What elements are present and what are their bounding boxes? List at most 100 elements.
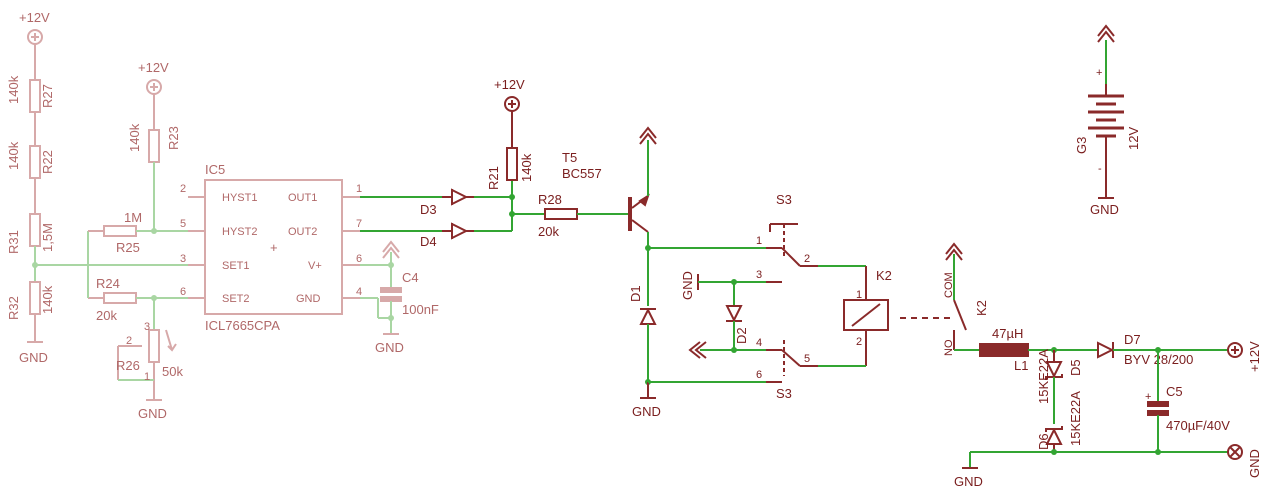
d7-label: D7 bbox=[1124, 332, 1141, 347]
d3-label: D3 bbox=[420, 202, 437, 217]
pin-number: 2 bbox=[856, 336, 862, 348]
pin-number: 3 bbox=[756, 269, 762, 281]
capacitor-c5 bbox=[1147, 401, 1169, 407]
diode-d2 bbox=[725, 305, 743, 323]
r23-label: R23 bbox=[166, 126, 181, 150]
switch-s3-top: S3 1 2 3 bbox=[756, 192, 818, 283]
ic-pin-name: GND bbox=[296, 293, 321, 305]
com-label: COM bbox=[943, 272, 955, 298]
d5-label: D5 bbox=[1068, 359, 1083, 376]
resistor-r24 bbox=[103, 292, 137, 304]
output-12v: +12V bbox=[1227, 341, 1262, 372]
d4-label: D4 bbox=[420, 234, 437, 249]
diode-d1 bbox=[639, 307, 657, 325]
c4-value: 100nF bbox=[402, 302, 439, 317]
r26-label: R26 bbox=[116, 358, 140, 373]
ic-center-mark: + bbox=[270, 240, 278, 255]
ic5-label: IC5 bbox=[205, 162, 225, 177]
supply-label: +12V bbox=[494, 77, 525, 92]
g3-label: G3 bbox=[1074, 137, 1089, 154]
k2-label: K2 bbox=[876, 268, 892, 283]
pin-number: 6 bbox=[180, 286, 186, 298]
c4-label: C4 bbox=[402, 270, 419, 285]
pin-number: 6 bbox=[756, 369, 762, 381]
pin-number: 1 bbox=[144, 371, 150, 383]
resistor-r28 bbox=[544, 208, 578, 220]
r28-label: R28 bbox=[538, 192, 562, 207]
gnd-label: GND bbox=[1247, 449, 1262, 478]
r21-label: R21 bbox=[486, 166, 501, 190]
output-gnd: GND bbox=[1227, 444, 1262, 478]
diode-d3 bbox=[442, 188, 474, 206]
polarity-mark: + bbox=[1145, 391, 1151, 403]
d1-label: D1 bbox=[628, 285, 643, 302]
gnd-label: GND bbox=[375, 340, 404, 355]
potentiometer-r26 bbox=[148, 329, 160, 363]
r24-label: R24 bbox=[96, 276, 120, 291]
k2-label: K2 bbox=[974, 300, 989, 316]
gnd-label: GND bbox=[19, 350, 48, 365]
ic-pin-name: OUT2 bbox=[288, 226, 317, 238]
resistor-r25 bbox=[103, 225, 137, 237]
pin-number: 6 bbox=[356, 253, 362, 265]
t5-label: T5 bbox=[562, 150, 577, 165]
supply-12v-second: +12V bbox=[138, 60, 169, 95]
dim-section: +12V 140k R27 140k R22 R31 1,5M R32 140k… bbox=[6, 10, 439, 421]
pin-number: 4 bbox=[756, 337, 762, 349]
r23-value: 140k bbox=[127, 123, 142, 152]
ic-pin-name: V+ bbox=[308, 260, 322, 272]
ic-pin-name: HYST2 bbox=[222, 226, 257, 238]
diode-d7 bbox=[1097, 341, 1115, 359]
s3-label: S3 bbox=[776, 386, 792, 401]
d6-label: D6 bbox=[1036, 433, 1051, 450]
r27-label: R27 bbox=[40, 84, 55, 108]
pin-number: 2 bbox=[126, 335, 132, 347]
pin-number: 2 bbox=[804, 253, 810, 265]
polarity-mark: + bbox=[1096, 67, 1102, 79]
active-section: D3 D4 +12V R21 140k R28 20k T5 BC557 bbox=[360, 24, 1262, 489]
ic-pin-name: SET1 bbox=[222, 260, 250, 272]
polarity-mark: - bbox=[1098, 163, 1102, 175]
c5-value: 470µF/40V bbox=[1166, 418, 1230, 433]
resistor-r32 bbox=[29, 281, 41, 315]
r31-value: 1,5M bbox=[40, 223, 55, 252]
r25-label: R25 bbox=[116, 240, 140, 255]
t5-value: BC557 bbox=[562, 166, 602, 181]
s3-label: S3 bbox=[776, 192, 792, 207]
r21-value: 140k bbox=[519, 153, 534, 182]
pin-number: 7 bbox=[356, 218, 362, 230]
pin-number: 2 bbox=[180, 183, 186, 195]
gnd-label: GND bbox=[138, 406, 167, 421]
c5-label: C5 bbox=[1166, 384, 1183, 399]
d5-value: 15KE22A bbox=[1036, 349, 1051, 404]
pin-number: 3 bbox=[144, 321, 150, 333]
supply-label: +12V bbox=[138, 60, 169, 75]
r24-value: 20k bbox=[96, 308, 117, 323]
switch-s3-bottom: S3 4 5 6 bbox=[756, 337, 818, 401]
pin-number: 5 bbox=[180, 218, 186, 230]
r32-label: R32 bbox=[6, 296, 21, 320]
pin-number: 1 bbox=[756, 235, 762, 247]
supply-12v-left: +12V bbox=[19, 10, 50, 45]
resistor-r27 bbox=[29, 79, 41, 113]
ic5-package bbox=[204, 179, 343, 315]
gnd-label: GND bbox=[954, 474, 983, 489]
supply-label: +12V bbox=[19, 10, 50, 25]
pin-number: 3 bbox=[180, 253, 186, 265]
r31-label: R31 bbox=[6, 230, 21, 254]
d6-value: 15KE22A bbox=[1068, 391, 1083, 446]
pin-number: 1 bbox=[356, 183, 362, 195]
gnd-label: GND bbox=[1090, 202, 1119, 217]
pin-number: 4 bbox=[356, 286, 362, 298]
d2-label: D2 bbox=[734, 327, 749, 344]
ic5-value: ICL7665CPA bbox=[205, 318, 280, 333]
ic-pin-name: SET2 bbox=[222, 293, 250, 305]
pin-number: 5 bbox=[804, 353, 810, 365]
transistor-t5 bbox=[628, 193, 650, 233]
diode-d4 bbox=[442, 222, 474, 240]
no-label: NO bbox=[943, 339, 955, 356]
r32-value: 140k bbox=[40, 285, 55, 314]
supply-label: +12V bbox=[1247, 341, 1262, 372]
ic-pin-name: OUT1 bbox=[288, 192, 317, 204]
